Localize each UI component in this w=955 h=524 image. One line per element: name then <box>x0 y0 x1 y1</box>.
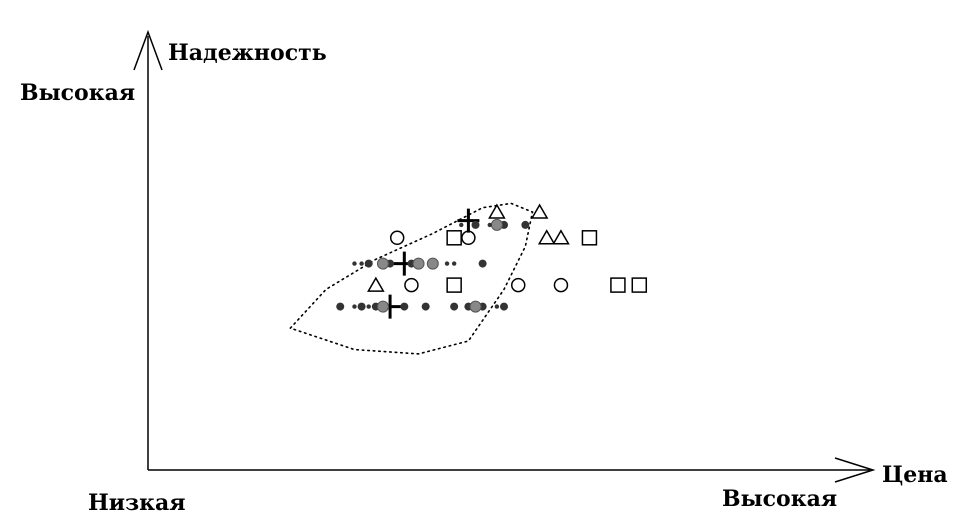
dot-large-point <box>357 302 366 311</box>
triangle-point <box>537 229 556 245</box>
dot-large-point <box>478 259 487 268</box>
cluster-outline <box>289 202 534 355</box>
dot-shaded-point <box>376 300 389 313</box>
cross-point <box>457 208 480 233</box>
square-point <box>610 277 626 293</box>
dot-small-point <box>359 261 364 266</box>
dot-small-point <box>494 304 500 309</box>
dot-large-point <box>421 302 430 311</box>
y-axis-high-label: Высокая <box>20 80 135 106</box>
square-point <box>446 230 462 246</box>
dot-shaded-point <box>376 257 389 270</box>
circle-point <box>510 277 526 293</box>
origin-low-label: Низкая <box>88 490 186 516</box>
circle-point <box>404 277 419 293</box>
triangle-point <box>552 229 570 245</box>
y-axis-label: Надежность <box>168 40 327 66</box>
square-point <box>581 230 598 246</box>
circle-point <box>389 230 405 246</box>
dot-small-point <box>487 222 492 228</box>
dot-small-point <box>444 261 450 266</box>
dot-large-point <box>364 259 373 268</box>
dot-large-point <box>336 302 345 311</box>
square-point <box>631 277 648 293</box>
dot-shaded-point <box>469 300 482 313</box>
dot-small-point <box>352 261 357 266</box>
dot-large-point <box>471 220 480 229</box>
dot-small-point <box>459 222 464 228</box>
y-axis-arrow <box>133 29 163 71</box>
circle-point <box>461 230 476 246</box>
dot-small-point <box>352 304 357 309</box>
x-axis-label: Цена <box>882 462 948 488</box>
triangle-point <box>488 203 506 219</box>
dot-small-point <box>366 304 371 309</box>
circle-point <box>553 277 569 293</box>
x-axis-arrow <box>834 457 876 483</box>
dot-large-point <box>450 302 459 311</box>
dot-shaded-point <box>426 257 439 270</box>
square-point <box>446 277 462 293</box>
dot-large-point <box>521 220 530 229</box>
dot-shaded-point <box>412 257 425 270</box>
axes <box>133 29 876 483</box>
triangle-point <box>530 203 549 219</box>
data-marks <box>336 203 648 319</box>
dot-large-point <box>500 302 508 311</box>
x-axis-high-label: Высокая <box>722 486 837 512</box>
dot-large-point <box>400 302 409 311</box>
dot-small-point <box>451 261 457 266</box>
dot-shaded-point <box>490 218 503 231</box>
triangle-point <box>367 276 385 292</box>
